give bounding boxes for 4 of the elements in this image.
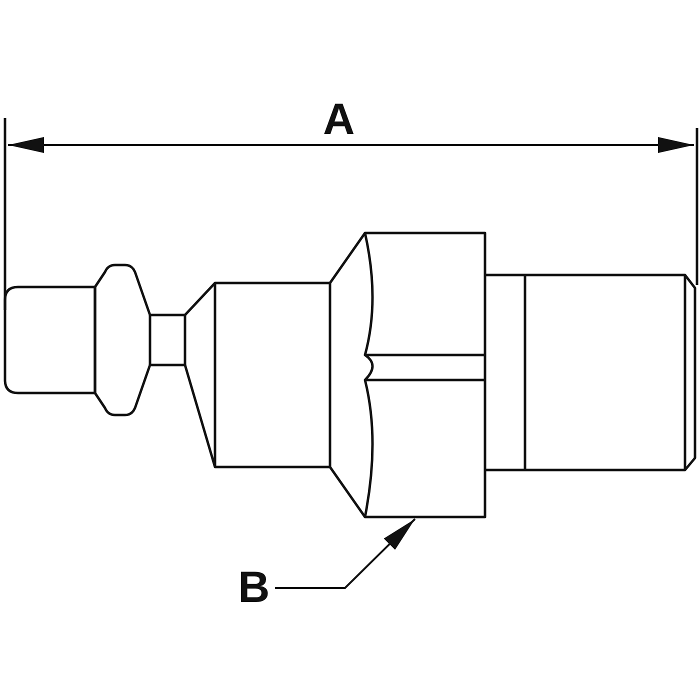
leader-line bbox=[275, 518, 416, 589]
dimension-label: A bbox=[323, 98, 355, 142]
hex-nut bbox=[328, 232, 486, 518]
callout-letter: B bbox=[238, 566, 270, 610]
